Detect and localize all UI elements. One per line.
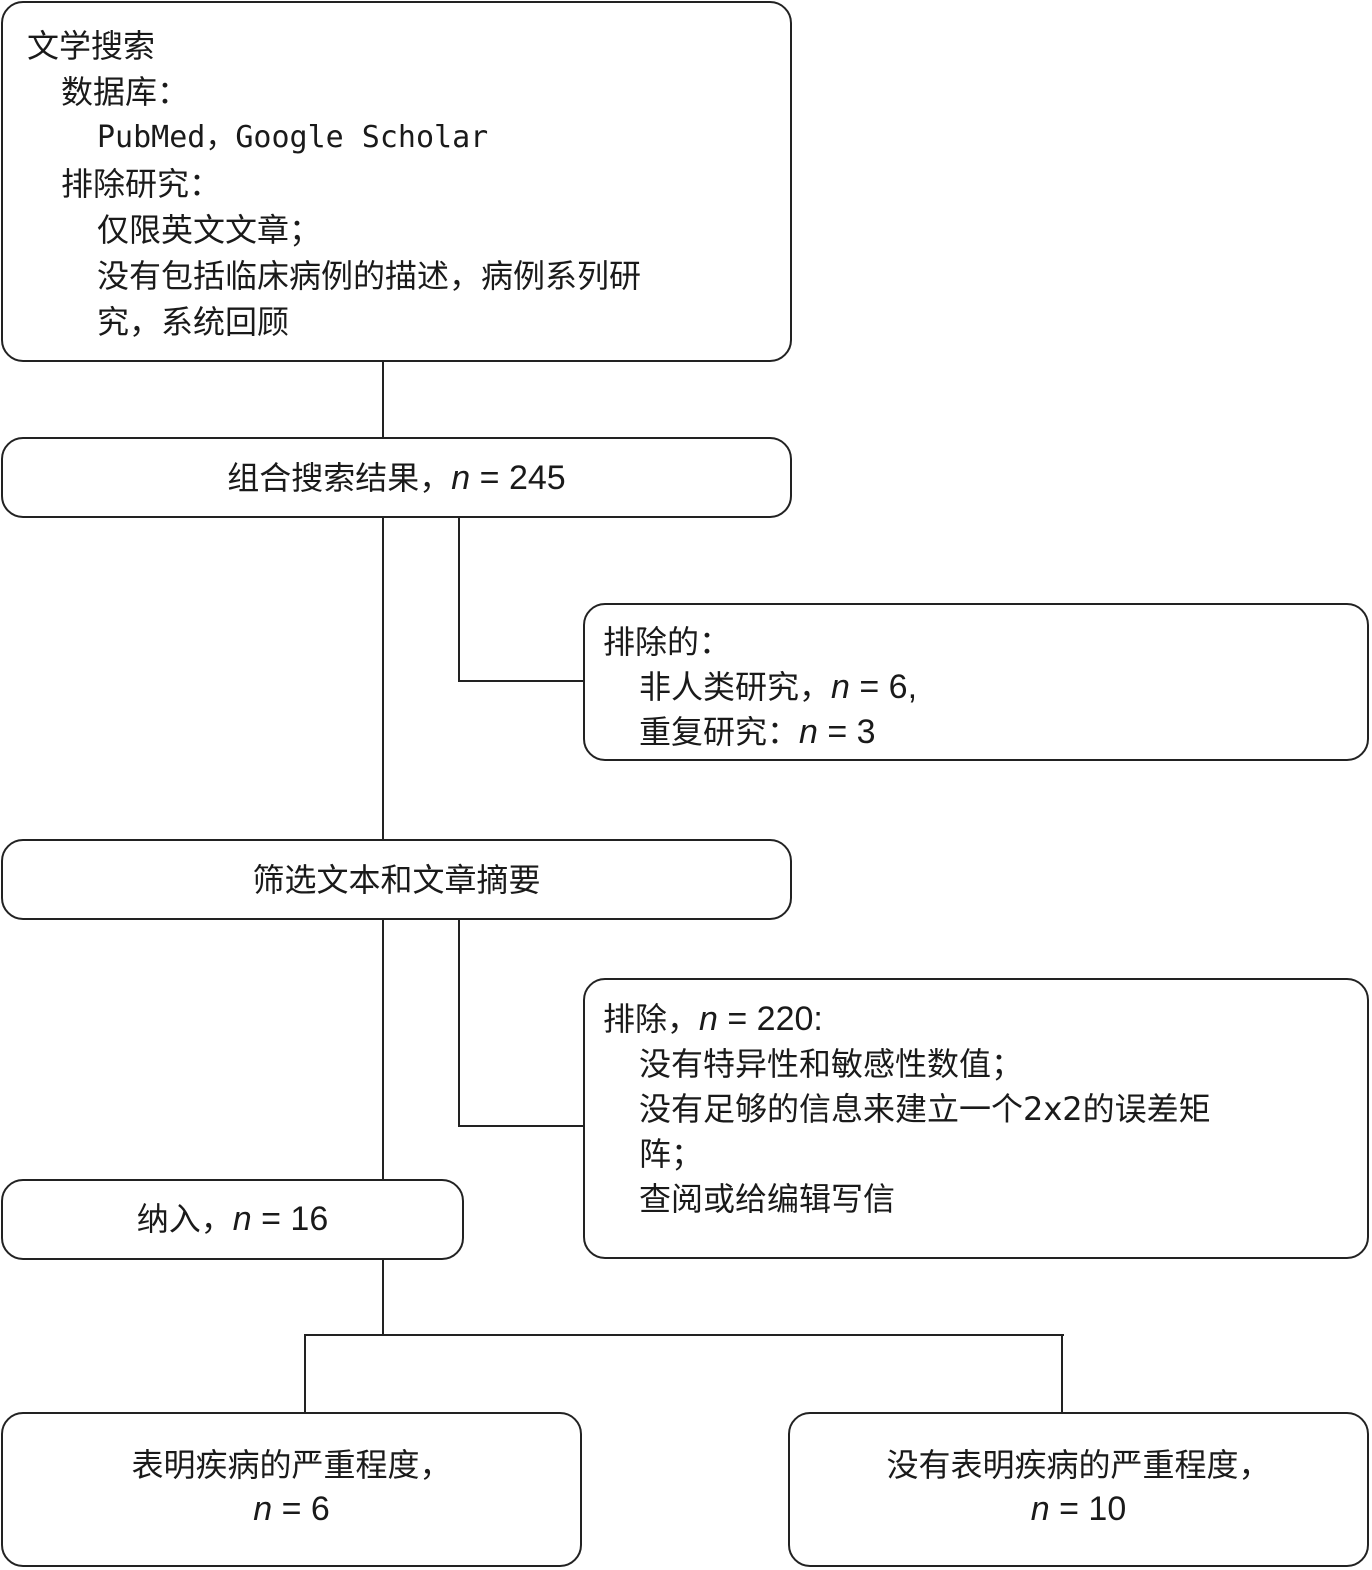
connector xyxy=(458,1125,584,1127)
connector xyxy=(382,361,384,438)
excluded-item: 查阅或给编辑写信 xyxy=(639,1180,896,1218)
connector xyxy=(382,1259,384,1336)
excluded-item: 重复研究：n = 3 xyxy=(639,713,876,751)
screening-text: 筛选文本和文章摘要 xyxy=(252,861,541,899)
excluded-item: 没有足够的信息来建立一个2x2的误差矩 xyxy=(639,1090,1211,1128)
excluded-item: 没有特异性和敏感性数值； xyxy=(639,1045,1024,1083)
excluded-item-cont: 阵； xyxy=(639,1135,704,1173)
excluded-box-1: 排除的： 非人类研究，n = 6, 重复研究：n = 3 xyxy=(583,603,1369,761)
excluded-title: 排除的： xyxy=(603,623,732,661)
included-text: 纳入，n = 16 xyxy=(136,1200,329,1238)
connector xyxy=(458,919,460,1127)
connector xyxy=(304,1334,306,1414)
exclude-item: 仅限英文文章； xyxy=(97,211,322,249)
included-box: 纳入，n = 16 xyxy=(1,1179,464,1260)
excluded-item: 非人类研究，n = 6, xyxy=(639,668,918,706)
severity-box: 表明疾病的严重程度， n = 6 xyxy=(1,1412,582,1567)
connector xyxy=(382,517,384,841)
database-list: PubMed，Google Scholar xyxy=(97,120,489,155)
excluded-box-2: 排除，n = 220: 没有特异性和敏感性数值； 没有足够的信息来建立一个2x2… xyxy=(583,978,1369,1259)
exclude-item: 没有包括临床病例的描述，病例系列研 xyxy=(97,257,642,295)
connector xyxy=(1061,1334,1063,1414)
connector xyxy=(382,919,384,1181)
connector xyxy=(458,680,584,682)
no-severity-text: 没有表明疾病的严重程度， xyxy=(886,1446,1271,1484)
combined-results-text: 组合搜索结果，n = 245 xyxy=(227,459,566,497)
connector xyxy=(458,517,460,682)
combined-results-box: 组合搜索结果，n = 245 xyxy=(1,437,792,518)
exclude-item-cont: 究，系统回顾 xyxy=(97,303,290,341)
screening-box: 筛选文本和文章摘要 xyxy=(1,839,792,920)
search-title: 文学搜索 xyxy=(27,27,156,65)
no-severity-box: 没有表明疾病的严重程度， n = 10 xyxy=(788,1412,1369,1567)
severity-text: 表明疾病的严重程度， xyxy=(131,1446,452,1484)
exclude-label: 排除研究： xyxy=(61,165,222,203)
connector xyxy=(304,1334,1064,1336)
literature-search-box: 文学搜索 数据库： PubMed，Google Scholar 排除研究： 仅限… xyxy=(1,1,792,362)
no-severity-count: n = 10 xyxy=(1030,1490,1127,1528)
database-label: 数据库： xyxy=(61,73,190,111)
excluded-title: 排除，n = 220: xyxy=(603,1000,823,1038)
severity-count: n = 6 xyxy=(253,1490,330,1528)
